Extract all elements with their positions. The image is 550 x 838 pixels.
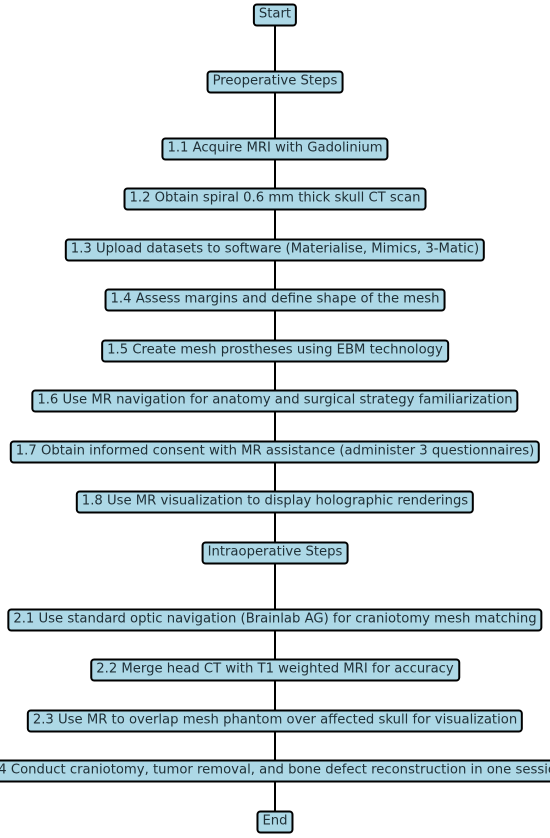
step-1-3-node: 1.3 Upload datasets to software (Materia… [64, 238, 486, 262]
step-2-2-node: 2.2 Merge head CT with T1 weighted MRI f… [90, 658, 460, 682]
start-node: Start [252, 3, 298, 27]
step-1-8-node: 1.8 Use MR visualization to display holo… [75, 490, 475, 514]
step-2-4-node: 2.4 Conduct craniotomy, tumor removal, a… [0, 759, 550, 783]
step-1-4-node: 1.4 Assess margins and define shape of t… [104, 288, 446, 312]
step-1-2-node: 1.2 Obtain spiral 0.6 mm thick skull CT … [123, 187, 427, 211]
preoperative-steps-node: Preoperative Steps [206, 70, 344, 94]
step-1-7-node: 1.7 Obtain informed consent with MR assi… [9, 440, 541, 464]
step-2-3-node: 2.3 Use MR to overlap mesh phantom over … [26, 709, 524, 733]
step-2-1-node: 2.1 Use standard optic navigation (Brain… [7, 608, 543, 632]
intraoperative-steps-node: Intraoperative Steps [201, 541, 349, 565]
step-1-1-node: 1.1 Acquire MRI with Gadolinium [161, 137, 389, 161]
flow-connector-line [274, 14, 276, 822]
step-1-6-node: 1.6 Use MR navigation for anatomy and su… [31, 389, 519, 413]
step-1-5-node: 1.5 Create mesh prostheses using EBM tec… [101, 339, 449, 363]
end-node: End [256, 810, 294, 834]
